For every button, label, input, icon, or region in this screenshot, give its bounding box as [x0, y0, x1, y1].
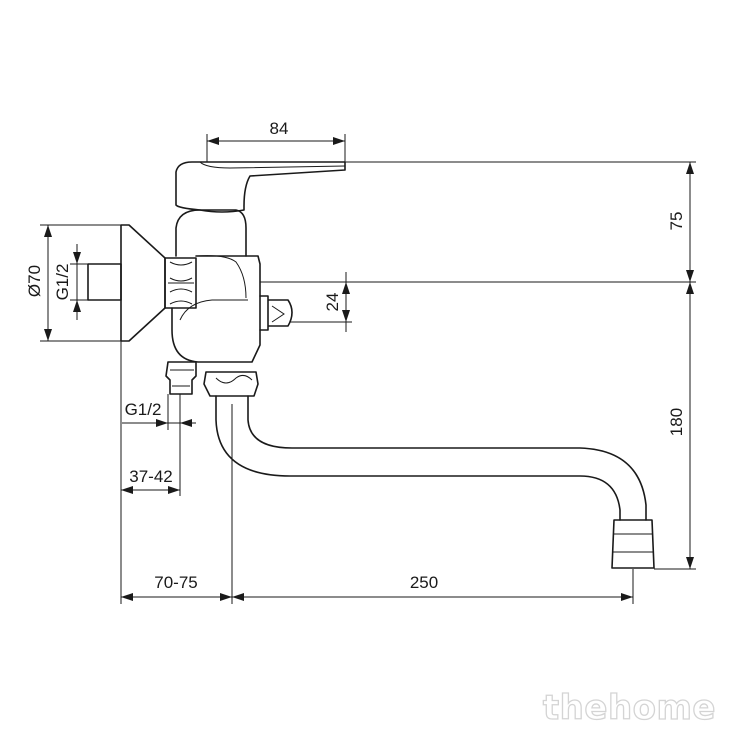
cartridge-housing	[175, 209, 247, 257]
bottom-inlet	[165, 361, 197, 395]
valve-body-curve	[179, 299, 248, 321]
dim-spout-reach: 250	[410, 573, 438, 592]
union-nut-detail	[168, 261, 194, 305]
dim-outlet-offset: 24	[323, 293, 342, 312]
dim-wall-flange-diameter: Ø70	[25, 265, 44, 297]
dim-inlet-thread-bottom: G1/2	[125, 400, 162, 419]
lever-handle	[175, 161, 346, 213]
aerator-ring	[613, 533, 653, 553]
inlet-stub	[87, 263, 122, 301]
dim-spout-height: 180	[667, 408, 686, 436]
dim-inlet-thread-left: G1/2	[53, 264, 72, 301]
dim-wall-to-spout: 70-75	[154, 573, 197, 592]
lever-handle-edge	[199, 161, 346, 169]
dimension-lines	[40, 134, 696, 604]
diverter-knob	[259, 295, 293, 331]
valve-body	[171, 255, 261, 363]
aerator	[611, 519, 655, 569]
watermark-logo: thehome	[543, 688, 716, 728]
valve-body-seam	[195, 255, 247, 299]
spout-nut-detail	[215, 374, 253, 384]
spout-tube	[215, 395, 621, 521]
spout-nut	[203, 371, 259, 397]
bottom-inlet-thread	[170, 369, 194, 387]
dim-handle-length: 84	[270, 119, 289, 138]
dim-handle-height: 75	[667, 212, 686, 231]
diverter-knob-detail	[271, 305, 285, 323]
faucet-outline	[87, 161, 655, 569]
spout-tube-inner	[247, 395, 647, 521]
union-nut	[164, 257, 197, 309]
dim-eccentric-spread: 37-42	[129, 467, 172, 486]
wall-flange	[120, 224, 166, 342]
